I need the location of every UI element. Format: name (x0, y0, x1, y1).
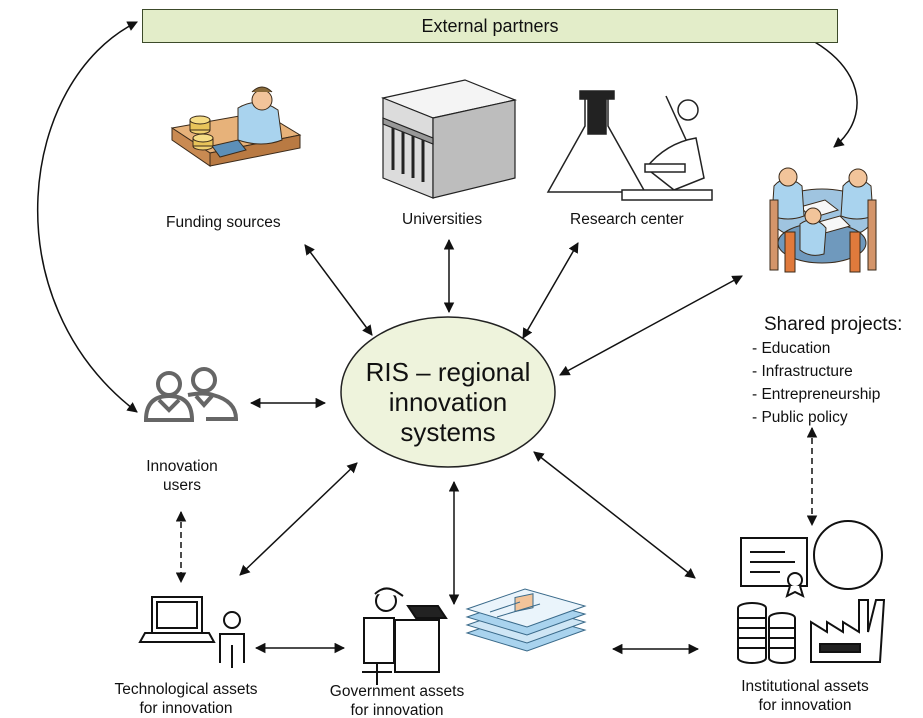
institutional-assets-line-2: for innovation (758, 697, 852, 714)
innovation-users-icon (143, 367, 239, 422)
ris-center-label: RIS – regional innovation systems (343, 357, 553, 447)
shared-project-item: - Education (752, 340, 831, 357)
shared-project-item: - Entrepreneurship (752, 386, 881, 403)
ris-center-line-3: systems (400, 417, 496, 447)
ris-ellipse (340, 316, 556, 468)
shared-projects-list: - Education - Infrastructure - Entrepren… (752, 337, 880, 429)
ris-center-line-2: innovation (388, 387, 508, 417)
universities-label: Universities (402, 211, 483, 228)
government-assets-line-1: Government assets (329, 683, 465, 700)
meeting-table-icon (769, 167, 877, 273)
technological-assets-line-1: Technological assets (114, 681, 258, 698)
institutional-assets-icon (737, 520, 886, 664)
ris-center-line-1: RIS – regional (365, 357, 531, 387)
arrow-research-ris (522, 242, 579, 339)
external-partners-banner: External partners (142, 9, 838, 43)
funding-sources-label: Funding sources (166, 214, 281, 231)
innovation-users-label: Innovation users (138, 457, 226, 495)
shared-projects-title: Shared projects: (764, 314, 903, 335)
government-assets-line-2: for innovation (350, 702, 444, 718)
arrow-inst-ris (533, 451, 696, 579)
innovation-users-line-1: Innovation (146, 458, 218, 475)
innovation-users-line-2: users (163, 477, 201, 494)
curve-arrow-partners-users (37, 21, 138, 413)
arrow-tech-ris (239, 462, 358, 576)
institutional-assets-label: Institutional assets for innovation (730, 677, 880, 715)
arrow-shared-ris (559, 275, 743, 376)
institutional-assets-line-1: Institutional assets (741, 678, 869, 695)
funding-sources-icon (170, 86, 302, 167)
documents-icon (465, 588, 587, 652)
technological-assets-label: Technological assets for innovation (111, 680, 261, 718)
research-center-icon (546, 90, 713, 201)
technological-assets-line-2: for innovation (139, 700, 233, 717)
universities-icon (380, 79, 518, 199)
shared-project-item: - Public policy (752, 409, 848, 426)
shared-project-item: - Infrastructure (752, 363, 853, 380)
government-assets-icon (362, 587, 448, 685)
arrow-funding-ris (304, 244, 373, 336)
technological-assets-icon (138, 596, 245, 668)
government-assets-label: Government assets for innovation (322, 682, 472, 718)
research-center-label: Research center (570, 211, 684, 228)
external-partners-label: External partners (421, 15, 559, 36)
